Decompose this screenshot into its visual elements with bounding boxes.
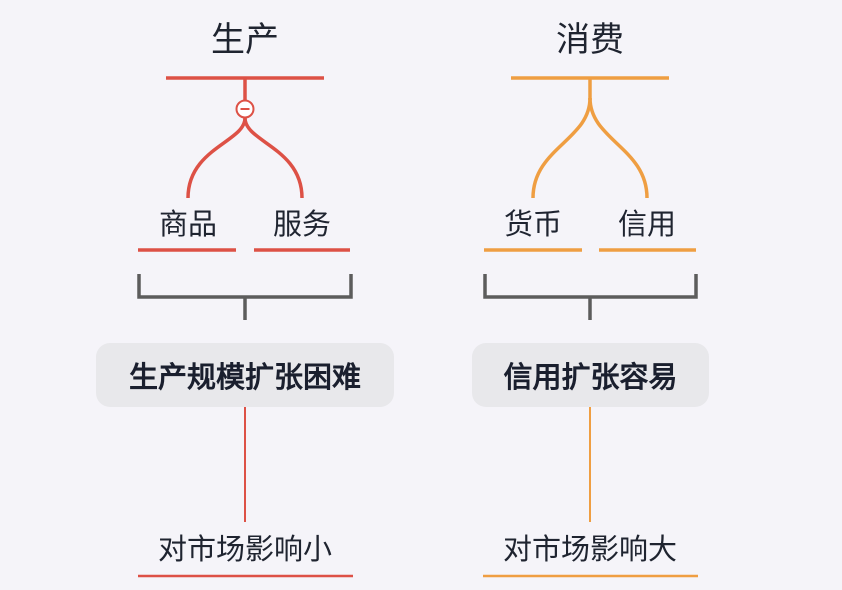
minus-circle-icon[interactable] [235,99,255,119]
right-summary-label: 信用扩张容易 [503,360,678,394]
right-title[interactable]: 消费 [556,20,624,60]
left-summary-box[interactable]: 生产规模扩张困难 [96,343,394,407]
right-result[interactable]: 对市场影响大 [502,532,678,566]
left-branch-lines [137,76,353,578]
left-child-2[interactable]: 服务 [272,207,332,241]
right-connector-1 [531,97,592,199]
right-bracket [483,274,698,320]
left-connector-2 [243,117,304,199]
left-connector-1 [186,117,247,199]
right-child-2[interactable]: 信用 [617,207,677,241]
right-summary-box[interactable]: 信用扩张容易 [472,343,709,407]
right-branch-lines [483,76,698,578]
left-bracket [137,274,353,320]
left-summary-label: 生产规模扩张困难 [128,360,361,394]
left-result[interactable]: 对市场影响小 [157,532,333,566]
right-connector-2 [588,97,649,199]
left-child-1[interactable]: 商品 [158,207,218,241]
right-child-1[interactable]: 货币 [503,207,563,241]
left-title[interactable]: 生产 [211,20,279,60]
